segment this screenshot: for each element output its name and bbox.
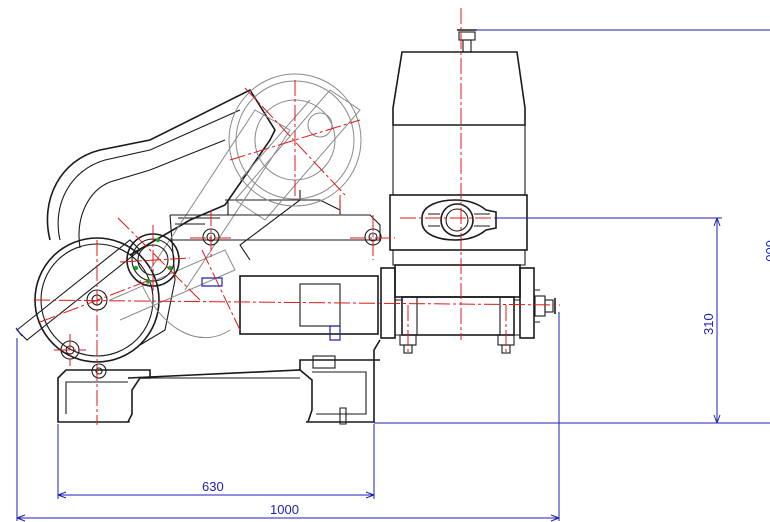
base-frame (57, 339, 381, 425)
dim-label-center-height: 310 (701, 313, 716, 335)
drive-housing (46, 88, 341, 346)
dim-label-overall-width: 1000 (270, 502, 299, 517)
center-lines (33, 8, 561, 425)
crank-eccentric (126, 228, 382, 287)
pump-unit (380, 29, 556, 354)
dim-label-base-width: 630 (202, 479, 224, 494)
crosshead-cylinder (170, 200, 381, 341)
motor-housing (109, 73, 362, 339)
dimension-lines (16, 29, 770, 522)
dim-label-total-height: 600 (763, 240, 770, 262)
